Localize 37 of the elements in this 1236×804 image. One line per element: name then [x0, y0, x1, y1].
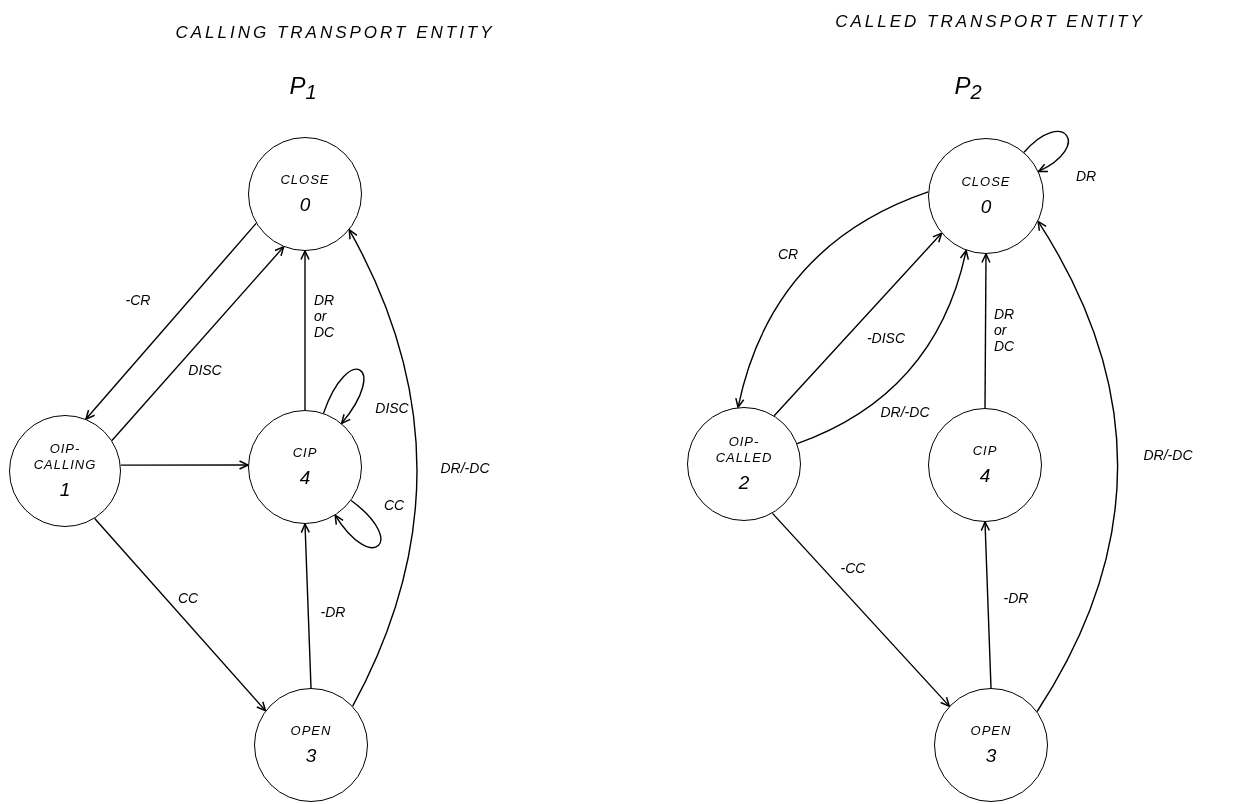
process-label: P$_{1}$	[289, 71, 317, 105]
panel-heading: CALLED TRANSPORT ENTITY	[835, 12, 1145, 32]
process-label: P$_{2}$	[954, 71, 982, 105]
state-number: 1	[59, 479, 71, 502]
transition-arrow	[85, 222, 257, 420]
self-loop-arrow	[322, 368, 365, 425]
transition-arrow	[348, 229, 418, 707]
state-name: CLOSE	[280, 171, 330, 189]
transition-arrow	[980, 521, 992, 689]
state-number: 3	[305, 745, 317, 768]
state-number: 0	[299, 194, 311, 217]
state-name: CIP	[972, 442, 998, 460]
transition-arrow	[981, 253, 991, 409]
transition-arrow	[120, 460, 249, 470]
state-number: 4	[979, 465, 991, 488]
transition-arrow	[94, 517, 267, 712]
transition-arrow	[796, 249, 969, 445]
transition-arrow	[300, 523, 312, 689]
panel-heading: CALLING TRANSPORT ENTITY	[175, 23, 495, 43]
transition-arrow	[771, 512, 951, 707]
self-loop-arrow	[334, 499, 382, 549]
state-name: OPEN	[290, 722, 332, 740]
state-name: CIP	[292, 444, 318, 462]
transition-arrow	[773, 232, 943, 417]
state-name: CLOSE	[961, 173, 1011, 191]
state-number: 3	[985, 745, 997, 768]
transition-arrow	[111, 246, 285, 442]
transition-arrow	[1036, 220, 1119, 713]
state-name: OPEN	[970, 722, 1012, 740]
state-name: OIP-CALLED	[714, 433, 774, 467]
state-number: 2	[738, 472, 750, 495]
state-name: OIP-CALLING	[32, 440, 98, 474]
state-number: 4	[299, 467, 311, 490]
transition-arrow	[300, 250, 310, 411]
self-loop-arrow	[1023, 130, 1069, 173]
state-number: 0	[980, 196, 992, 219]
transition-arrow	[735, 191, 929, 409]
